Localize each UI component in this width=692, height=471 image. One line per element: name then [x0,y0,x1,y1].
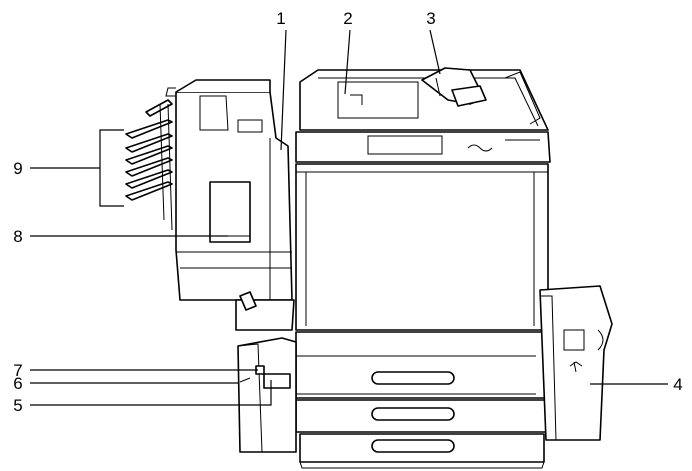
callout-9: 9 [13,159,22,178]
callout-8: 8 [13,227,22,246]
callout-6: 6 [13,374,22,393]
callout-1: 1 [276,9,285,28]
callout-4: 4 [673,375,682,394]
callout-5: 5 [13,396,22,415]
finisher-unit [165,79,295,331]
copier-main-body [295,67,551,469]
callout-labels: 1 2 3 4 5 6 7 8 9 [13,9,682,415]
sort-bins [125,99,173,231]
callout-3: 3 [426,9,435,28]
callout-2: 2 [343,9,352,28]
leader-lines [30,29,668,406]
lower-left-unit [237,337,297,453]
large-capacity-tray [539,285,613,441]
callout-7: 7 [13,361,22,380]
